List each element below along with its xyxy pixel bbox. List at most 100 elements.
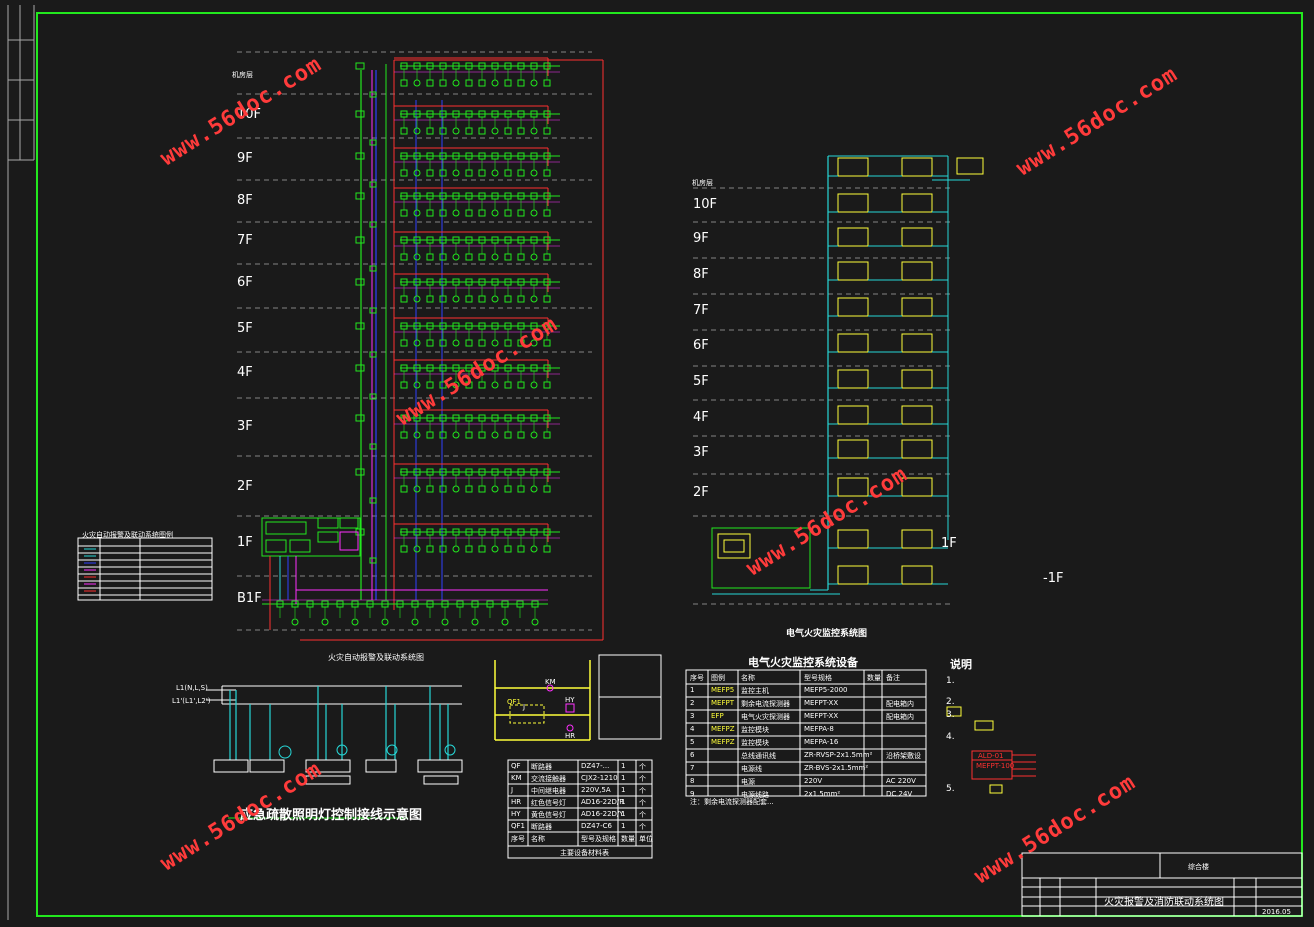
legend-symbols xyxy=(84,548,96,592)
floor-detector xyxy=(452,253,460,261)
monitor-detector-box xyxy=(837,369,869,389)
control-material-table xyxy=(507,759,653,859)
b1f-detector xyxy=(381,618,389,626)
left-floor-label-4F: 4F xyxy=(237,365,253,380)
monitor-table-cell: 7 xyxy=(690,764,695,772)
cc-table-cell: 单位 xyxy=(639,835,653,843)
monitor-table-cell: 电源 xyxy=(741,778,755,786)
cc-table-cell: 个 xyxy=(639,775,646,783)
right-floor-label-1F: 1F xyxy=(941,536,957,551)
floor-module xyxy=(439,127,447,135)
floor-detector xyxy=(452,295,460,303)
monitor-detector-box xyxy=(901,297,933,317)
monitor-table-cell: 220V xyxy=(804,777,823,785)
b1f-detector xyxy=(531,618,539,626)
monitor-detector-box xyxy=(901,477,933,497)
b1f-detector xyxy=(291,618,299,626)
monitor-table-cell: 电源线路 xyxy=(741,791,769,799)
floor-module xyxy=(543,485,551,493)
floor-module xyxy=(465,295,473,303)
floor-detector xyxy=(530,253,538,261)
floor-detector xyxy=(530,431,538,439)
left-floor-label-8F: 8F xyxy=(237,193,253,208)
monitor-table-note: 注：剩余电流探测器配套... xyxy=(690,798,774,806)
left-floor-label-5F: 5F xyxy=(237,321,253,336)
cc-table-cell: 1 xyxy=(621,762,626,770)
floor-module xyxy=(478,545,486,553)
floor-module xyxy=(478,253,486,261)
right-riser-title: 电气火灾监控系统图 xyxy=(786,629,868,639)
monitor-detector-box xyxy=(837,157,869,177)
left-floor-label-10F: 10F xyxy=(237,107,262,122)
floor-module xyxy=(400,295,408,303)
floor-module xyxy=(504,295,512,303)
floor-module xyxy=(439,209,447,217)
floor-detector xyxy=(530,485,538,493)
floor-module xyxy=(543,545,551,553)
riser-junction-2 xyxy=(369,91,377,98)
right-floor-label-9F: 9F xyxy=(693,231,709,246)
monitor-detector-box xyxy=(901,405,933,425)
floor-module xyxy=(543,339,551,347)
monitor-table-cell: 2x1.5mm² xyxy=(804,790,841,798)
floor-module xyxy=(465,209,473,217)
floor-module xyxy=(439,339,447,347)
floor-module xyxy=(504,209,512,217)
floor-module xyxy=(400,209,408,217)
notes-item: 1. xyxy=(946,676,955,686)
monitor-host-inner xyxy=(723,539,745,553)
linkage-panel xyxy=(265,539,287,553)
riser-junction xyxy=(355,110,365,118)
floor-module xyxy=(439,79,447,87)
floor-detector xyxy=(413,381,421,389)
floor-module xyxy=(517,127,525,135)
monitor-table-header: 备注 xyxy=(886,674,900,682)
floor-module xyxy=(400,127,408,135)
floor-module xyxy=(504,339,512,347)
riser-junction-2 xyxy=(369,221,377,228)
monitor-detector-box xyxy=(901,157,933,177)
riser-junction xyxy=(355,278,365,286)
floor-detector xyxy=(452,431,460,439)
floor-detector xyxy=(491,339,499,347)
floor-detector xyxy=(491,295,499,303)
floor-detector xyxy=(530,169,538,177)
cc-table-cell: 1 xyxy=(621,774,626,782)
riser-junction xyxy=(355,192,365,200)
floor-module xyxy=(400,253,408,261)
floor-module xyxy=(426,485,434,493)
floor-module xyxy=(478,485,486,493)
floor-detector xyxy=(491,485,499,493)
floor-module xyxy=(478,339,486,347)
monitor-table-cell: 3 xyxy=(690,712,695,720)
notes-item: 4. xyxy=(946,732,955,742)
floor-detector xyxy=(530,295,538,303)
floor-module xyxy=(517,169,525,177)
floor-module xyxy=(465,169,473,177)
monitor-table-header: 序号 xyxy=(690,674,704,682)
floor-module xyxy=(504,127,512,135)
right-floor-label-5F: 5F xyxy=(693,374,709,389)
riser-junction-2 xyxy=(369,393,377,400)
floor-module xyxy=(517,209,525,217)
monitor-detector-box xyxy=(837,565,869,585)
floor-module xyxy=(478,431,486,439)
monitor-detector-box xyxy=(837,477,869,497)
floor-detector xyxy=(452,339,460,347)
monitor-detector-box xyxy=(901,565,933,585)
b1f-detector xyxy=(321,618,329,626)
left-floor-label-6F: 6F xyxy=(237,275,253,290)
notes-device-label2: MEFPT-100 xyxy=(976,762,1015,770)
floor-detector xyxy=(530,339,538,347)
floor-module xyxy=(439,381,447,389)
monitor-table-header: 名称 xyxy=(741,674,755,682)
cc-label-hr: HR xyxy=(565,732,576,740)
riser-junction-2 xyxy=(369,139,377,146)
emergency-sub-title: 火灾自动报警及联动系统图 xyxy=(328,653,424,662)
feed-label-2: L1'(L1',L2') xyxy=(172,697,211,705)
cc-table-cell: 1 xyxy=(621,786,626,794)
cc-label-qf1: QF1 xyxy=(507,698,521,706)
floor-module xyxy=(426,381,434,389)
right-floor-label-4F: 4F xyxy=(693,410,709,425)
monitor-table-cell: EFP xyxy=(711,712,724,720)
